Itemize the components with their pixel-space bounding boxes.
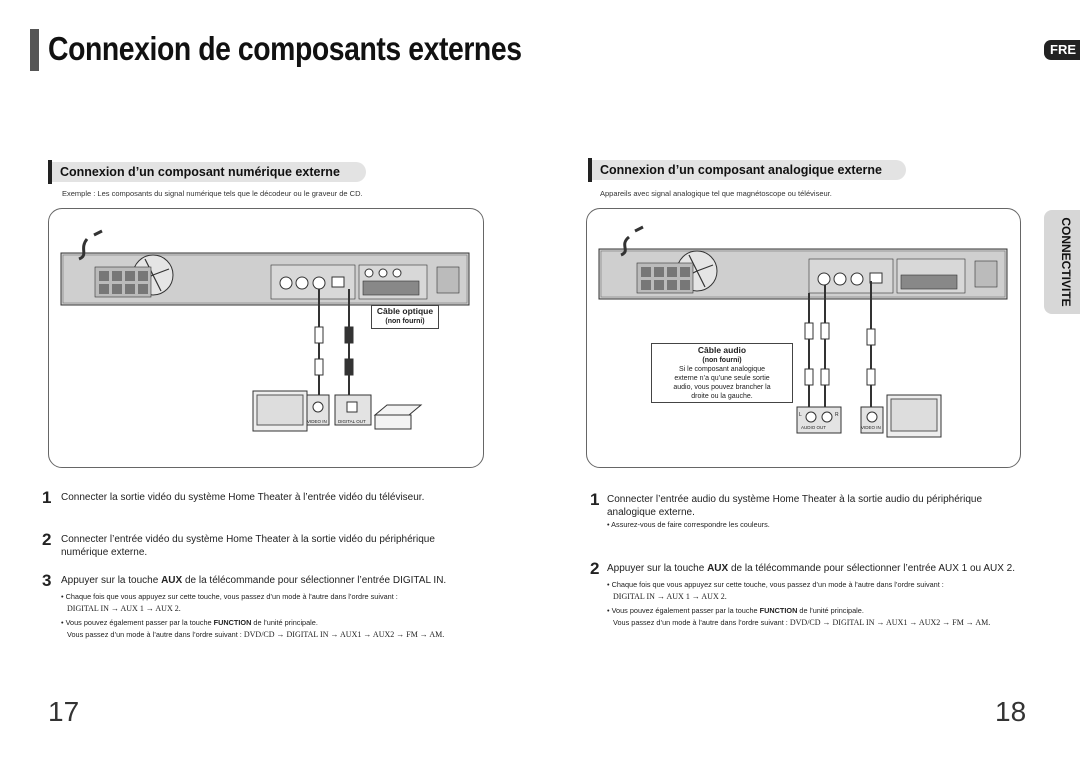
cable-desc-line: audio, vous pouvez brancher la xyxy=(673,384,771,391)
left-diagram-frame: Câble optique (non fourni) VIDEO IN DIGI… xyxy=(48,208,484,468)
step-text-post: de la télécommande pour sélectionner l’e… xyxy=(182,575,447,586)
video-in-port-label: VIDEO IN xyxy=(307,419,327,424)
title-accent-bar xyxy=(30,29,39,71)
step-text-pre: Appuyer sur la touche xyxy=(607,563,708,574)
bullet-line2: Vous passez d’un mode à l’autre dans l’o… xyxy=(613,618,790,627)
left-section-header: Connexion d’un composant numérique exter… xyxy=(52,162,366,182)
cable-desc-line: externe n’a qu’une seule sortie xyxy=(674,375,770,382)
right-cable-label: Câble audio (non fourni) Si le composant… xyxy=(651,343,793,403)
right-section-title: Connexion d’un composant analogique exte… xyxy=(600,163,882,177)
right-section-bar xyxy=(588,158,592,182)
mode-sequence: DIGITAL IN → AUX 1 → AUX 2. xyxy=(67,604,181,613)
right-caption: Appareils avec signal analogique tel que… xyxy=(600,189,832,198)
page-number-right: 18 xyxy=(995,696,1027,727)
language-tab: FRE xyxy=(1044,40,1080,60)
step-number: 1 xyxy=(42,488,52,507)
step-text: Connecter l’entrée vidéo du système Home… xyxy=(61,534,435,558)
cable-desc-line: Si le composant analogique xyxy=(678,366,765,373)
mode-sequence: DIGITAL IN → AUX 1 → AUX 2. xyxy=(613,592,727,601)
cable-desc-line: droite ou la gauche. xyxy=(691,393,753,400)
page-number-left: 17 xyxy=(48,696,80,727)
bullet-text: • Vous pouvez également passer par la to… xyxy=(607,605,864,616)
bullet-text: Vous passez d’un mode à l’autre dans l’o… xyxy=(613,617,990,628)
step-text: Appuyer sur la touche AUX de la télécomm… xyxy=(607,562,1037,575)
step-text-pre: Appuyer sur la touche xyxy=(61,575,162,586)
bullet-key: FUNCTION xyxy=(759,606,798,615)
digital-out-port-label: DIGITAL OUT xyxy=(338,419,366,424)
step-key: AUX xyxy=(161,575,183,586)
left-section-title: Connexion d’un composant numérique exter… xyxy=(60,165,340,179)
bullet-post: de l’unité principale. xyxy=(797,606,864,615)
step-text-post: de la télécommande pour sélectionner l’e… xyxy=(728,563,1016,574)
step-text: Connecter l’entrée audio du système Home… xyxy=(607,494,983,518)
bullet-text: Vous passez d’un mode à l’autre dans l’o… xyxy=(67,629,444,640)
video-in-port-label: VIDEO IN xyxy=(861,425,881,430)
mode-sequence: DVD/CD → DIGITAL IN → AUX1 → AUX2 → FM →… xyxy=(243,630,445,639)
bullet-pre: • Vous pouvez également passer par la to… xyxy=(607,606,760,615)
optical-cable-name: Câble optique xyxy=(376,306,434,316)
digital-connection-diagram xyxy=(60,229,470,432)
audio-left-label: L xyxy=(799,412,802,418)
step-key: AUX xyxy=(707,563,729,574)
bullet-text: • Chaque fois que vous appuyez sur cette… xyxy=(61,592,398,601)
right-diagram-frame: Câble audio (non fourni) Si le composant… xyxy=(586,208,1021,468)
audio-out-port-label: AUDIO OUT xyxy=(801,425,827,430)
step-number: 2 xyxy=(42,530,52,549)
audio-right-label: R xyxy=(835,412,839,418)
bullet-text: • Vous pouvez également passer par la to… xyxy=(61,617,318,628)
left-caption: Exemple : Les composants du signal numér… xyxy=(62,189,363,198)
audio-cable-name: Câble audio xyxy=(697,345,747,355)
side-tab-label: CONNECTIVITE xyxy=(1059,217,1073,307)
bullet-pre: • Vous pouvez également passer par la to… xyxy=(61,618,214,627)
left-cable-label: Câble optique (non fourni) xyxy=(371,305,439,329)
page-title: Connexion de composants externes xyxy=(48,30,522,67)
audio-cable-note: (non fourni) xyxy=(702,357,742,364)
step-number: 1 xyxy=(590,490,600,509)
left-section-bar xyxy=(48,160,52,184)
step-text: Appuyer sur la touche AUX de la télécomm… xyxy=(61,574,481,587)
bullet-text: • Chaque fois que vous appuyez sur cette… xyxy=(607,580,944,589)
bullet-text: • Assurez-vous de faire correspondre les… xyxy=(607,520,770,529)
bullet-post: de l’unité principale. xyxy=(251,618,318,627)
mode-sequence: DVD/CD → DIGITAL IN → AUX1 → AUX2 → FM →… xyxy=(789,618,991,627)
right-section-header: Connexion d’un composant analogique exte… xyxy=(592,160,906,180)
bullet-key: FUNCTION xyxy=(213,618,252,627)
step-number: 2 xyxy=(590,559,600,578)
step-text: Connecter la sortie vidéo du système Hom… xyxy=(61,492,425,503)
optical-cable-note: (non fourni) xyxy=(385,318,425,325)
section-side-tab: CONNECTIVITE xyxy=(1044,210,1080,314)
analog-connection-diagram xyxy=(598,225,1008,438)
step-number: 3 xyxy=(42,571,52,590)
bullet-line2: Vous passez d’un mode à l’autre dans l’o… xyxy=(67,630,244,639)
